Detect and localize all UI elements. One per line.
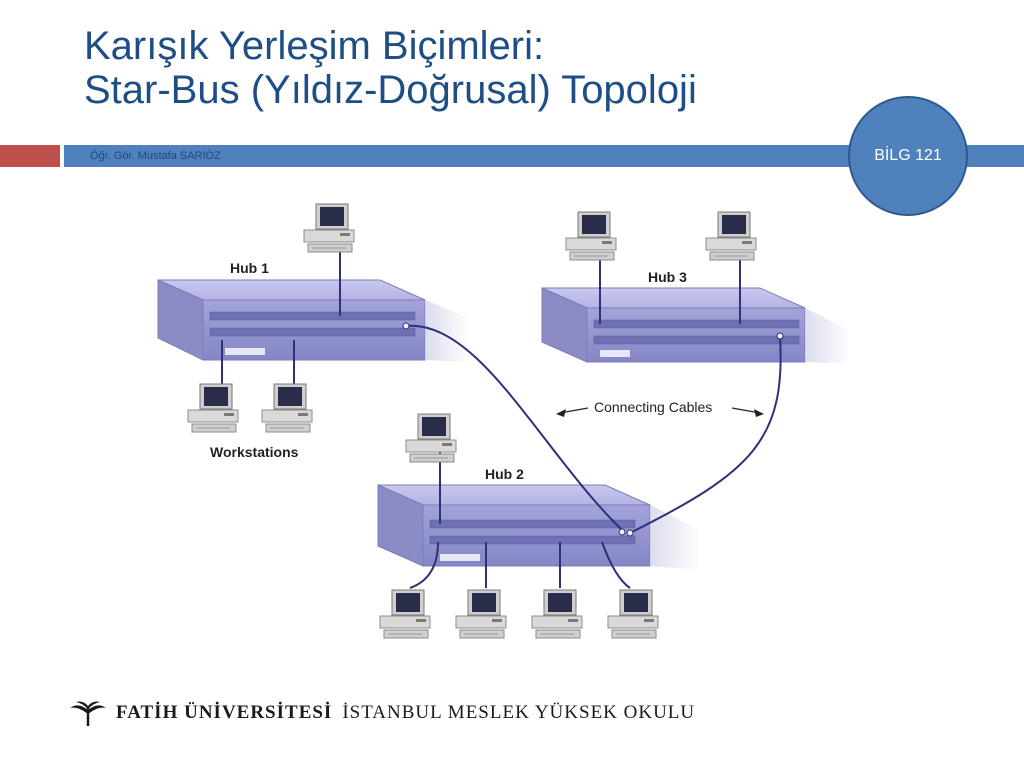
- connecting-cables: [405, 324, 782, 534]
- workstation-hub1-left-icon: [187, 383, 239, 433]
- workstation-hub2-1-icon: [379, 589, 431, 639]
- course-badge: BİLG 121: [848, 96, 968, 216]
- hub-3-label: Hub 3: [648, 269, 687, 285]
- workstation-hub2-2-icon: [455, 589, 507, 639]
- workstation-hub1-top-icon: [303, 203, 355, 253]
- hub-1: Hub 1: [157, 260, 470, 362]
- connecting-cables-callout: Connecting Cables: [556, 399, 764, 417]
- university-name: FATİH ÜNİVERSİTESİ: [116, 702, 333, 723]
- author-name: Öğr. Gör. Mustafa SARIÖZ: [90, 150, 221, 162]
- slide-title-line-2: Star-Bus (Yıldız-Doğrusal) Topoloji: [84, 68, 697, 112]
- uplink-ports: [402, 322, 784, 537]
- university-logo-icon: [70, 701, 106, 726]
- hub-2: Hub 2: [377, 466, 700, 570]
- workstation-hub2-top-icon: [405, 413, 457, 463]
- workstation-hub3-right-icon: [705, 211, 757, 261]
- header-band: [64, 145, 1024, 167]
- connecting-cables-label: Connecting Cables: [594, 399, 712, 415]
- slide-title: Karışık Yerleşim Biçimleri: Star-Bus (Yı…: [84, 24, 697, 112]
- workstation-hub2-3-icon: [531, 589, 583, 639]
- course-code: BİLG 121: [874, 147, 942, 164]
- star-bus-diagram: Hub 1 Hub 3 Hub 2: [157, 203, 850, 639]
- workstation-hub1-right-icon: [261, 383, 313, 433]
- hub-1-label: Hub 1: [230, 260, 269, 276]
- footer-logo: FATİH ÜNİVERSİTESİ İSTANBUL MESLEK YÜKSE…: [68, 700, 695, 726]
- workstation-hub2-4-icon: [607, 589, 659, 639]
- hub-3: Hub 3: [541, 269, 850, 364]
- workstation-hub3-left-icon: [565, 211, 617, 261]
- header-band-accent: [0, 145, 60, 167]
- workstations-label: Workstations: [210, 444, 299, 460]
- school-name: İSTANBUL MESLEK YÜKSEK OKULU: [342, 702, 696, 723]
- slide-title-line-1: Karışık Yerleşim Biçimleri:: [84, 24, 545, 68]
- workstation-cables: [221, 250, 741, 589]
- hub-2-label: Hub 2: [485, 466, 524, 482]
